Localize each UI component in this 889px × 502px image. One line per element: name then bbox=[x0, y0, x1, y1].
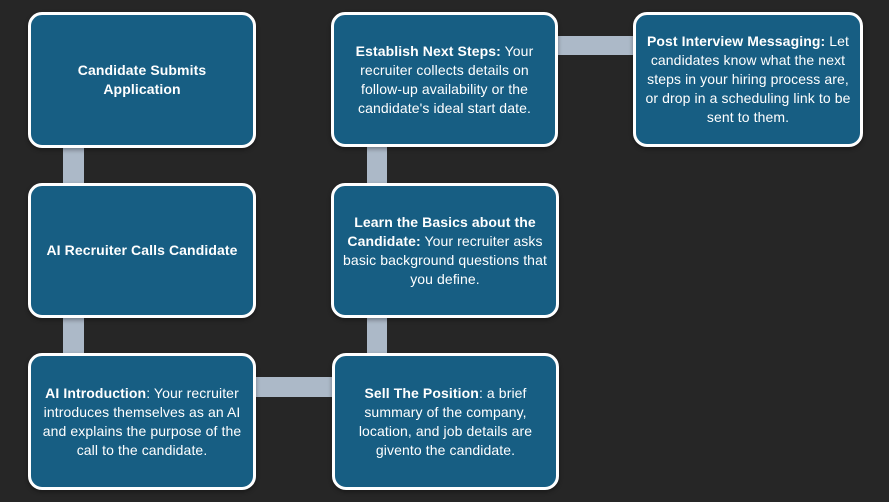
flow-node-sell-the-position: Sell The Position: a brief summary of th… bbox=[332, 353, 559, 490]
connector-establish-next-steps-to-post-interview-messaging bbox=[550, 36, 642, 55]
node-body-text: Let candidates know what the next steps … bbox=[645, 33, 851, 125]
node-body-text: : a brief summary of the company, locati… bbox=[358, 384, 533, 458]
node-lead-text: Candidate Submits Application bbox=[77, 62, 207, 97]
node-text: AI Recruiter Calls Candidate bbox=[46, 241, 237, 260]
node-body-text: Your recruiter asks basic background que… bbox=[343, 232, 547, 287]
flow-node-establish-next-steps: Establish Next Steps: Your recruiter col… bbox=[331, 12, 558, 147]
flow-node-learn-the-basics-about-the-candidate: Learn the Basics about the Candidate: Yo… bbox=[331, 183, 559, 318]
node-lead-text: AI Introduction bbox=[45, 384, 147, 401]
connector-candidate-submits-to-ai-recruiter-calls bbox=[63, 140, 84, 192]
flow-node-ai-introduction: AI Introduction: Your recruiter introduc… bbox=[28, 353, 256, 490]
node-body-text: Your recruiter collects details on follo… bbox=[358, 42, 534, 116]
node-lead-text: Post Interview Messaging: bbox=[646, 33, 826, 49]
node-text: AI Introduction: Your recruiter introduc… bbox=[40, 384, 244, 460]
connector-sell-the-position-to-learn-the-basics bbox=[367, 310, 387, 362]
node-lead-text: Sell The Position bbox=[364, 384, 479, 401]
node-text: Sell The Position: a brief summary of th… bbox=[344, 384, 547, 460]
flow-node-post-interview-messaging: Post Interview Messaging: Let candidates… bbox=[633, 12, 863, 147]
node-text: Post Interview Messaging: Let candidates… bbox=[645, 32, 851, 127]
node-text: Establish Next Steps: Your recruiter col… bbox=[343, 42, 546, 118]
node-lead-text: Establish Next Steps: bbox=[355, 42, 501, 59]
flow-node-candidate-submits-application: Candidate Submits Application bbox=[28, 12, 256, 148]
node-body-text: : Your recruiter introduces themselves a… bbox=[42, 384, 242, 458]
connector-ai-recruiter-calls-to-ai-introduction bbox=[63, 310, 84, 362]
connector-learn-the-basics-to-establish-next-steps bbox=[367, 140, 387, 192]
node-text: Candidate Submits Application bbox=[40, 61, 244, 99]
node-text: Learn the Basics about the Candidate: Yo… bbox=[343, 213, 547, 289]
node-lead-text: Learn the Basics about the Candidate: bbox=[347, 213, 536, 249]
flow-node-ai-recruiter-calls-candidate: AI Recruiter Calls Candidate bbox=[28, 183, 256, 318]
connector-ai-introduction-to-sell-the-position bbox=[250, 377, 340, 397]
node-lead-text: AI Recruiter Calls Candidate bbox=[46, 242, 238, 258]
